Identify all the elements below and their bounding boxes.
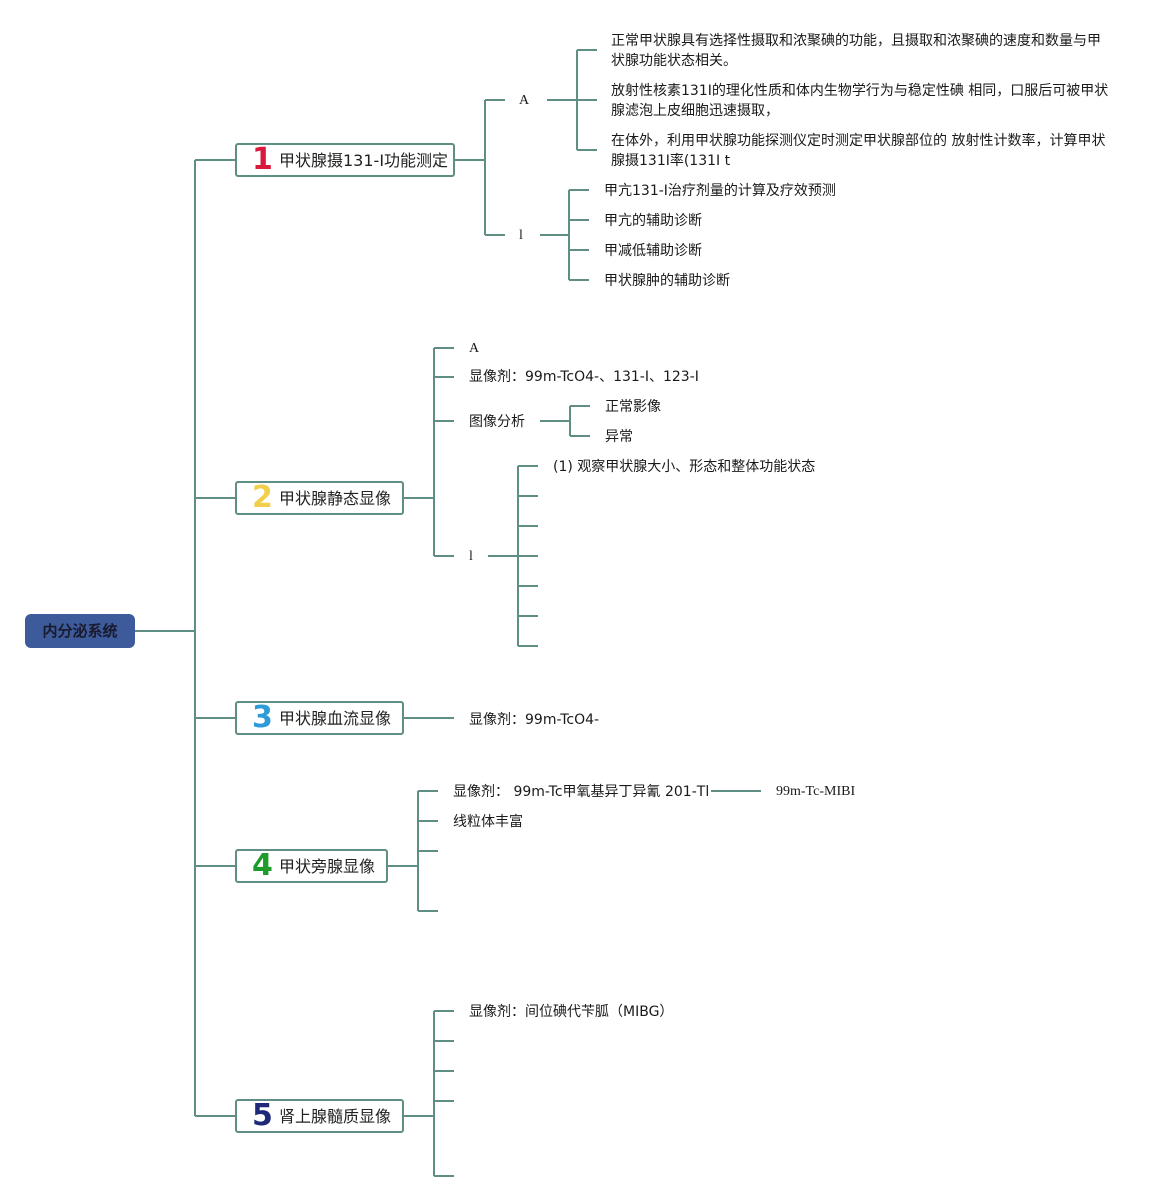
topic-3-label: 甲状腺血流显像 [279,709,392,728]
number-4: 4 [252,848,273,883]
topic-2[interactable]: 2 甲状腺静态显像 [235,480,404,515]
number-2: 2 [252,480,273,515]
topic-1-a-item-1[interactable]: 正常甲状腺具有选择性摄取和浓聚碘的功能，且摄取和浓聚碘的速度和数量与甲状腺功能状… [611,33,1101,69]
topic-5[interactable]: 5 肾上腺髓质显像 [235,1098,404,1133]
root-topic[interactable]: 内分泌系统 [25,614,135,648]
topic-2-analysis-abnormal[interactable]: 异常 [605,429,633,445]
topic-2-analysis-normal[interactable]: 正常影像 [605,399,661,415]
topic-2-agent[interactable]: 显像剂：99m-TcO4-、131-I、123-I [469,369,699,385]
topic-1-label: 甲状腺摄131-I功能测定 [279,151,449,170]
topic-1-l-node[interactable]: l [519,228,523,243]
topic-4-agent[interactable]: 显像剂： 99m-Tc甲氧基异丁异氰 201-Tl [453,784,710,800]
topic-1-a-item-3[interactable]: 在体外，利用甲状腺功能探测仪定时测定甲状腺部位的 放射性计数率，计算甲状腺摄13… [611,133,1106,169]
topic-1[interactable]: 1 甲状腺摄131-I功能测定 [235,142,455,177]
topic-4[interactable]: 4 甲状旁腺显像 [235,848,388,883]
topic-3[interactable]: 3 甲状腺血流显像 [235,700,404,735]
topic-1-a-node[interactable]: A [519,93,530,108]
topic-4-item-2[interactable]: 线粒体丰富 [453,814,523,830]
topic-1-l-item-1[interactable]: 甲亢131-I治疗剂量的计算及疗效预测 [604,183,836,199]
topic-4-label: 甲状旁腺显像 [279,857,376,876]
topic-2-analysis[interactable]: 图像分析 [469,414,525,430]
topic-3-agent[interactable]: 显像剂：99m-TcO4- [469,712,600,728]
topic-1-l-item-4[interactable]: 甲状腺肿的辅助诊断 [604,273,730,289]
topic-2-label: 甲状腺静态显像 [279,489,392,508]
number-5: 5 [252,1098,273,1133]
topic-5-label: 肾上腺髓质显像 [279,1107,392,1126]
topic-2-a-node[interactable]: A [469,341,480,356]
topic-1-l-item-2[interactable]: 甲亢的辅助诊断 [604,213,702,229]
number-3: 3 [252,700,273,735]
topic-1-l-item-3[interactable]: 甲减低辅助诊断 [604,243,702,259]
topic-1-a-item-2[interactable]: 放射性核素131I的理化性质和体内生物学行为与稳定性碘 相同，口服后可被甲状腺滤… [611,83,1109,119]
topic-2-l-node[interactable]: l [469,549,473,564]
topic-4-agent-child[interactable]: 99m-Tc-MIBI [776,784,856,799]
topic-2-l-item-1[interactable]: (1) 观察甲状腺大小、形态和整体功能状态 [553,459,816,475]
number-1: 1 [252,142,273,177]
topic-5-agent[interactable]: 显像剂：间位碘代苄胍（MIBG） [469,1004,674,1020]
